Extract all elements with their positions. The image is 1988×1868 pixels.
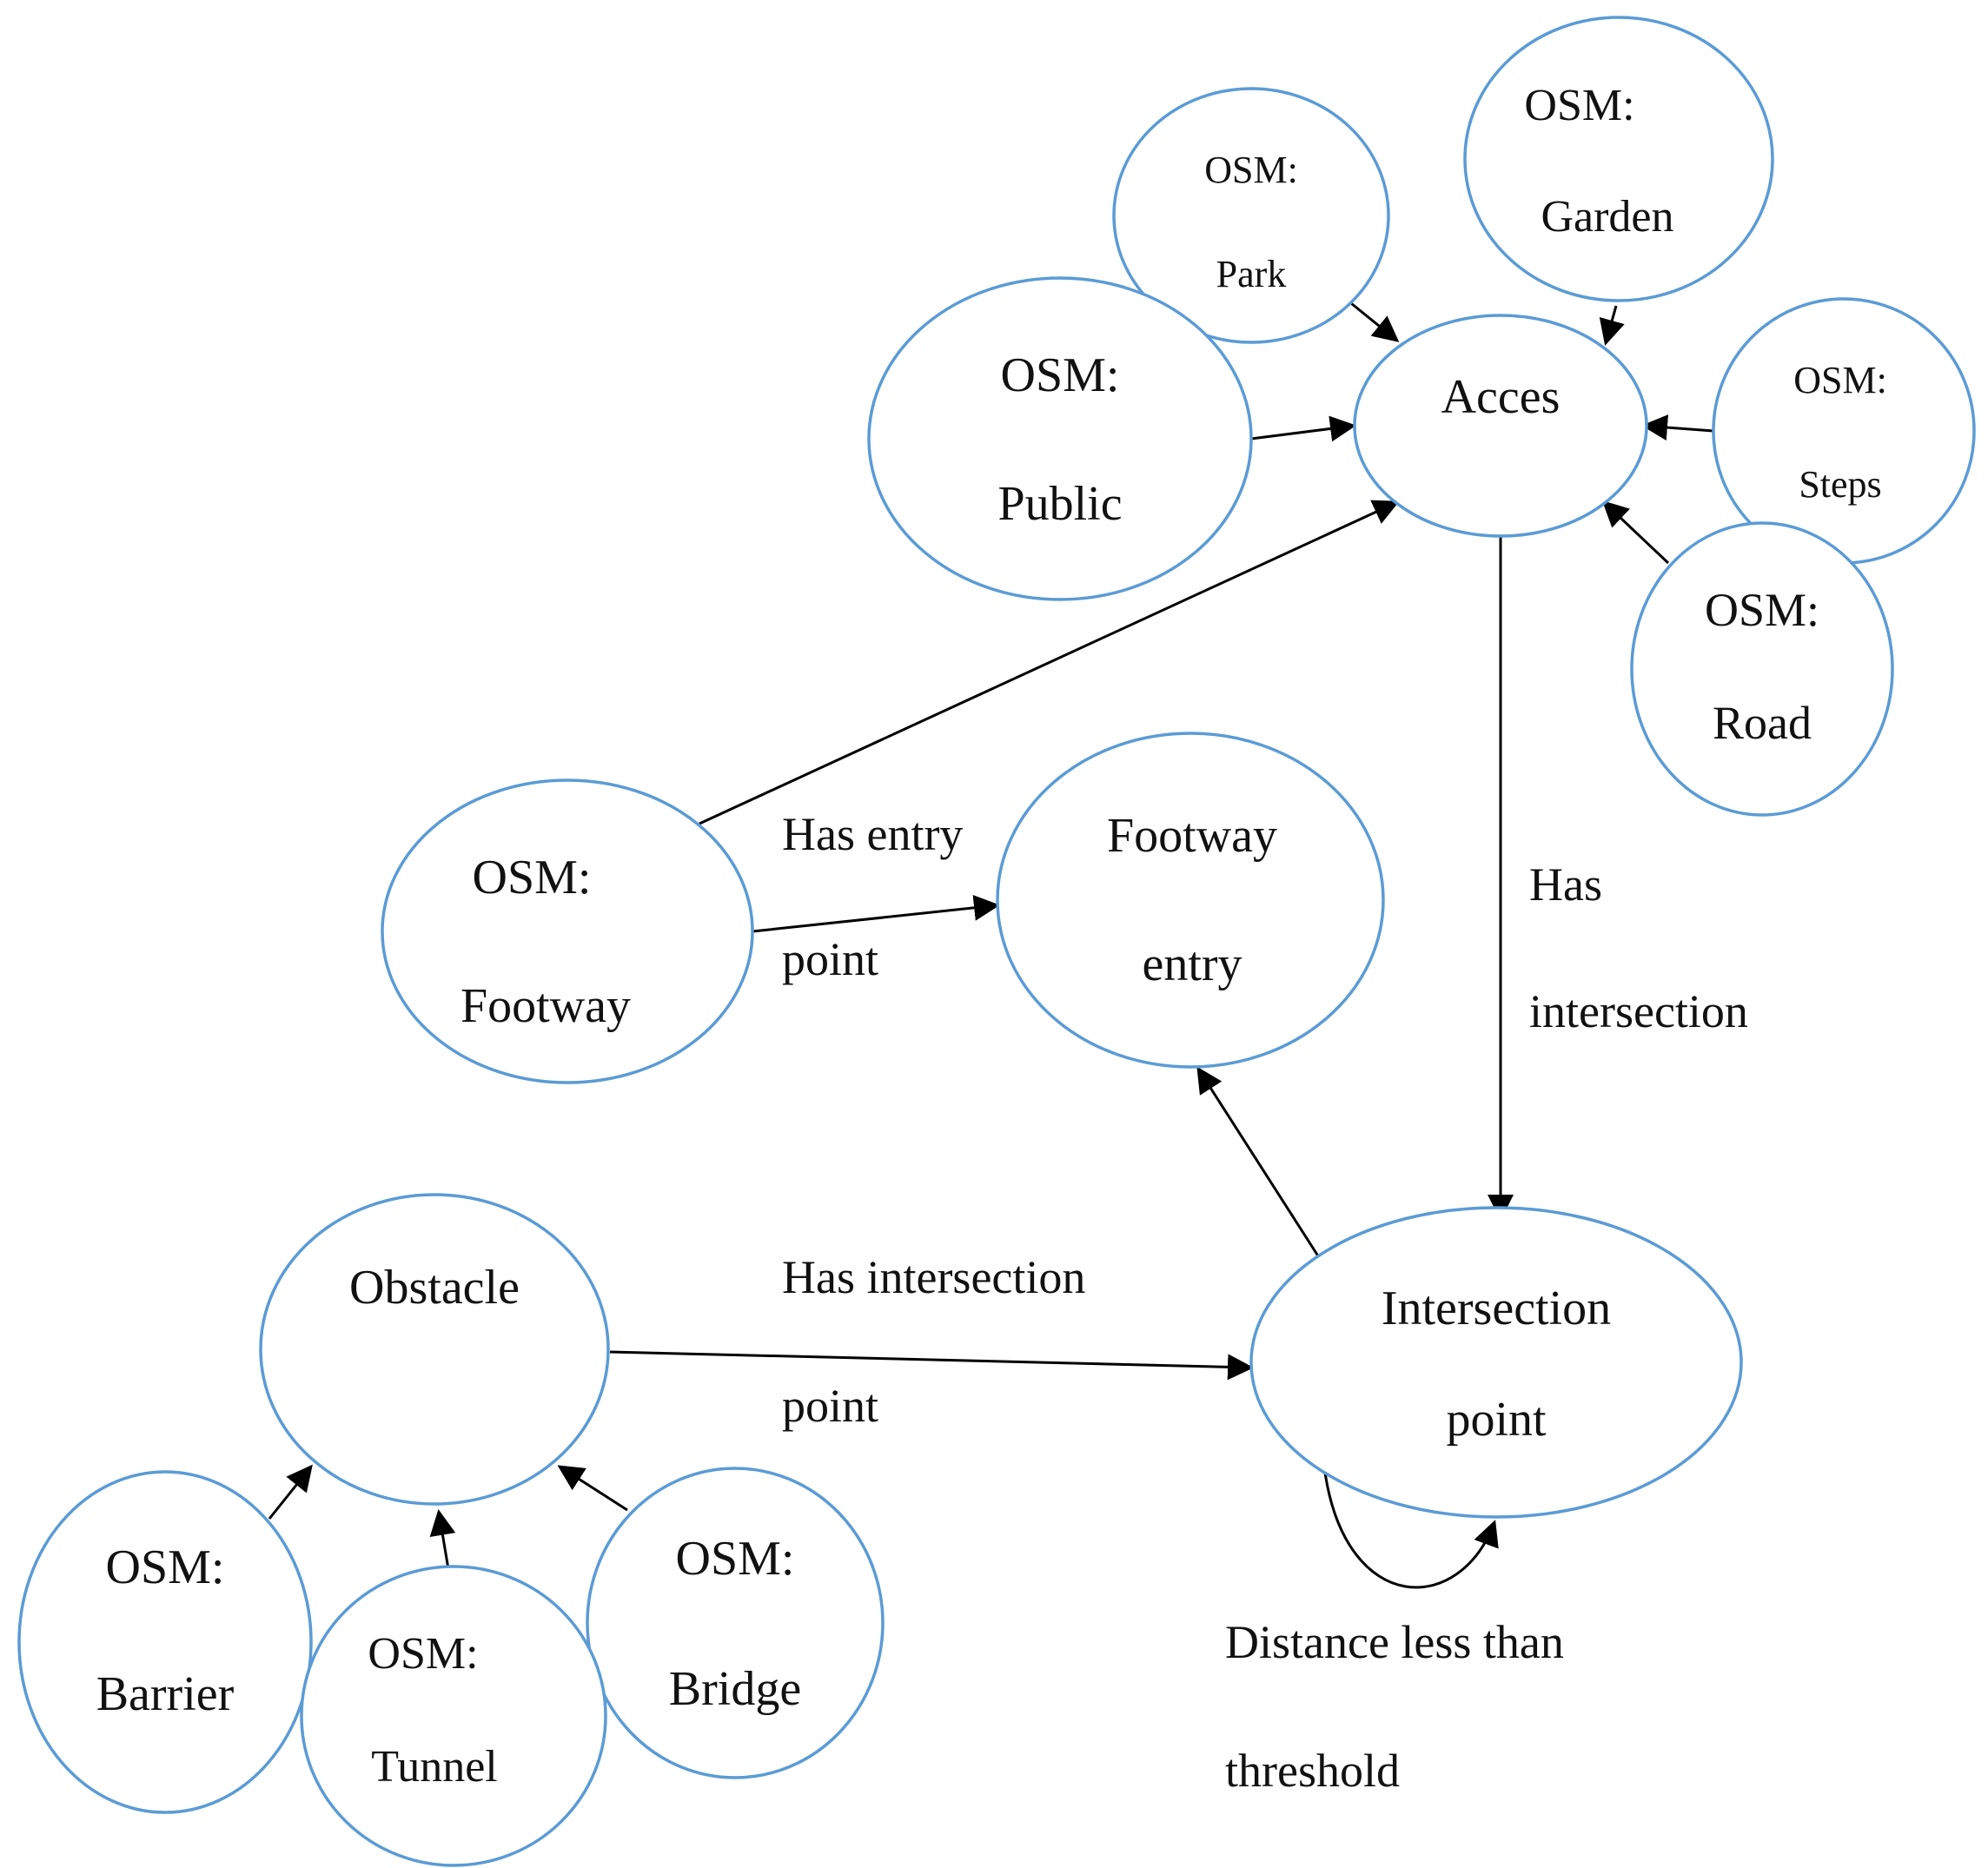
edge-road-to-acces xyxy=(1601,500,1670,565)
svg-text:Footway: Footway xyxy=(461,979,631,1033)
svg-text:Acces: Acces xyxy=(1441,370,1561,424)
svg-text:OSM:: OSM: xyxy=(1001,348,1120,402)
svg-text:OSM:: OSM: xyxy=(1204,149,1298,191)
node-osm-garden: OSM: Garden xyxy=(1463,16,1774,302)
svg-text:OSM:: OSM: xyxy=(1524,81,1634,130)
node-osm-barrier: OSM: Barrier xyxy=(17,1470,313,1814)
svg-text:OSM:: OSM: xyxy=(106,1540,225,1594)
edge-tunnel-to-obstacle xyxy=(429,1509,456,1570)
node-osm-footway: OSM: Footway xyxy=(381,778,754,1084)
svg-text:Park: Park xyxy=(1216,253,1287,295)
node-osm-public: OSM: Public xyxy=(867,276,1253,601)
svg-text:Road: Road xyxy=(1713,697,1812,749)
svg-text:Tunnel: Tunnel xyxy=(371,1742,497,1792)
label-distance-threshold-line2: threshold xyxy=(1225,1745,1400,1797)
edge-footway-to-entry xyxy=(752,894,1000,933)
svg-text:OSM:: OSM: xyxy=(368,1629,478,1679)
node-osm-steps: OSM: Steps xyxy=(1712,297,1976,565)
edge-steps-to-acces xyxy=(1641,414,1714,441)
node-osm-tunnel: OSM: Tunnel xyxy=(300,1565,607,1867)
svg-text:Barrier: Barrier xyxy=(96,1667,235,1721)
edge-barrier-to-obstacle xyxy=(268,1464,313,1520)
edge-bridge-to-obstacle xyxy=(557,1465,628,1512)
node-osm-road: OSM: Road xyxy=(1630,521,1894,817)
svg-text:entry: entry xyxy=(1142,937,1242,991)
svg-text:Intersection: Intersection xyxy=(1382,1282,1611,1335)
edge-intersection-to-entry xyxy=(1196,1066,1325,1265)
edge-obstacle-to-intersection xyxy=(609,1350,1254,1381)
svg-text:Obstacle: Obstacle xyxy=(349,1261,520,1315)
label-has-entry-point-line2: point xyxy=(782,933,878,985)
edge-intersection-self-loop xyxy=(1323,1472,1499,1589)
svg-text:OSM:: OSM: xyxy=(1793,359,1887,401)
svg-text:Steps: Steps xyxy=(1799,463,1881,506)
edges xyxy=(268,298,1714,1589)
edge-labels: Has entry point Has intersection Has int… xyxy=(782,808,1748,1797)
node-osm-bridge: OSM: Bridge xyxy=(586,1467,885,1779)
svg-text:point: point xyxy=(1446,1393,1547,1447)
label-has-entry-point-line1: Has entry xyxy=(782,808,963,860)
node-intersection-point: Intersection point xyxy=(1249,1206,1743,1519)
node-osm-park: OSM: Park xyxy=(1112,87,1390,344)
label-has-intersection-point-line2: point xyxy=(782,1380,878,1432)
edge-footway-to-acces xyxy=(699,500,1400,825)
label-has-intersection-point-line1: Has intersection xyxy=(782,1251,1085,1303)
edge-park-to-acces xyxy=(1346,298,1400,342)
edge-garden-to-acces xyxy=(1599,305,1625,346)
node-obstacle: Obstacle xyxy=(259,1193,610,1506)
svg-text:OSM:: OSM: xyxy=(1705,584,1819,636)
svg-text:Garden: Garden xyxy=(1541,192,1673,242)
svg-text:Footway: Footway xyxy=(1107,809,1277,863)
edge-public-to-acces xyxy=(1250,415,1356,442)
label-has-intersection-line2: intersection xyxy=(1529,985,1748,1037)
svg-text:Bridge: Bridge xyxy=(669,1662,801,1716)
label-distance-threshold-line1: Distance less than xyxy=(1225,1616,1564,1668)
svg-text:Public: Public xyxy=(997,477,1122,531)
svg-text:OSM:: OSM: xyxy=(676,1532,795,1586)
node-footway-entry: Footway entry xyxy=(996,732,1385,1069)
node-acces: Acces xyxy=(1353,314,1648,538)
label-has-intersection-line1: Has xyxy=(1529,858,1602,911)
svg-text:OSM:: OSM: xyxy=(473,851,592,904)
